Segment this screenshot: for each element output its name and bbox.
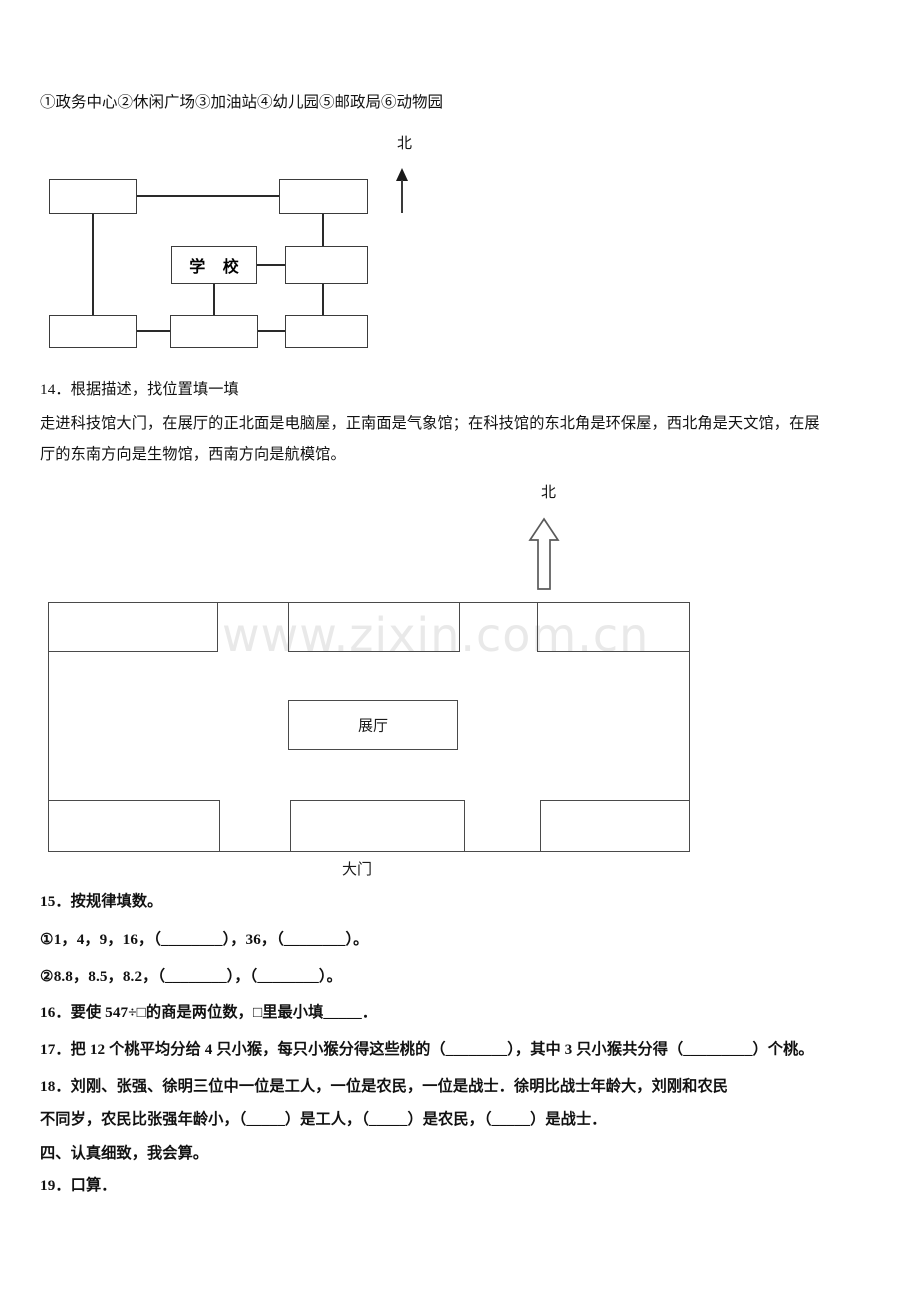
map-box-bottom-left[interactable] [49, 315, 137, 348]
north-arrow-2 [528, 517, 560, 590]
floorplan-exhibition-hall-label: 展厅 [357, 716, 388, 735]
question-15-prompt: 15．按规律填数。 [40, 893, 163, 910]
watermark-text: www.zixin.com.cn [222, 608, 650, 662]
north-label-2: 北 [541, 483, 557, 501]
question-14-body-line-1: 走进科技馆大门，在展厅的正北面是电脑屋，正南面是气象馆；在科技馆的东北角是环保屋… [40, 415, 820, 432]
section-heading-four: 四、认真细致，我会算。 [40, 1145, 209, 1162]
connector-school-bottomcenter [213, 279, 215, 322]
north-arrow-head-1 [396, 168, 408, 181]
floorplan-cell-south[interactable] [290, 800, 465, 852]
floorplan-gate-label: 大门 [342, 860, 373, 878]
north-arrow-shaft-1 [401, 180, 403, 213]
question-19-prompt: 19．口算． [40, 1177, 117, 1194]
floorplan-diagram: 北 www.zixin.com.cn 展厅 [0, 0, 920, 878]
floorplan-cell-exhibition-hall[interactable]: 展厅 [288, 700, 458, 750]
question-18-line-1: 18．刘刚、张强、徐明三位中一位是工人，一位是农民，一位是战士．徐明比战士年龄大… [40, 1078, 729, 1095]
connector-bottomcenter-bottomright [253, 330, 289, 332]
floorplan-cell-southeast[interactable] [540, 800, 690, 852]
question-18-line-2: 不同岁，农民比张强年龄小，（_____）是工人，（_____）是农民，（____… [40, 1111, 607, 1128]
question-15-sub-1: ①1，4，9，16，（________），36，（________）。 [40, 931, 369, 948]
map-box-bottom-center[interactable] [170, 315, 258, 348]
connector-bottomleft-bottomcenter [132, 330, 174, 332]
floorplan-cell-northeast[interactable] [537, 602, 690, 652]
connector-topleft-bottomleft [92, 207, 94, 322]
floorplan-cell-southwest[interactable] [48, 800, 220, 852]
connector-school-midright [250, 264, 292, 266]
question-15-sub-2: ②8.8，8.5，8.2，（________），（________）。 [40, 968, 342, 985]
legend-line: ①政务中心②休闲广场③加油站④幼儿园⑤邮政局⑥动物园 [40, 94, 444, 111]
map-box-mid-right[interactable] [285, 246, 368, 284]
floorplan-cell-northwest[interactable] [48, 602, 218, 652]
connector-topleft-topright [130, 195, 285, 197]
school-map-diagram: 北 学 校 [0, 0, 920, 380]
map-box-school-label: 学 校 [189, 257, 245, 276]
question-17-prompt: 17．把 12 个桃平均分给 4 只小猴，每只小猴分得这些桃的（________… [40, 1041, 814, 1058]
question-14-body-line-2: 厅的东南方向是生物馆，西南方向是航模馆。 [40, 446, 346, 463]
connector-midright-bottomright [322, 279, 324, 322]
map-box-top-right[interactable] [279, 179, 368, 214]
map-box-school[interactable]: 学 校 [171, 246, 257, 284]
north-label-1: 北 [397, 134, 413, 152]
map-box-bottom-right[interactable] [285, 315, 368, 348]
question-14-prompt: 14．根据描述，找位置填一填 [40, 381, 239, 398]
connector-topright-midright [322, 207, 324, 252]
map-box-top-left[interactable] [49, 179, 137, 214]
floorplan-cell-north[interactable] [288, 602, 460, 652]
question-16-prompt: 16．要使 547÷□的商是两位数，□里最小填_____． [40, 1004, 378, 1021]
